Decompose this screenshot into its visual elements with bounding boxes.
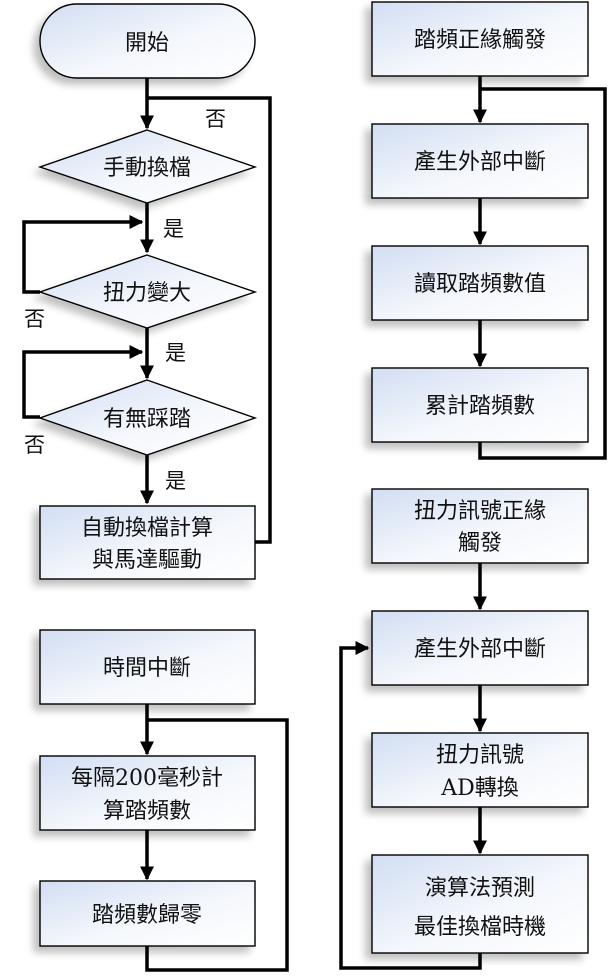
reset-cadence-label: 踏頻數歸零 xyxy=(92,903,202,928)
label-yes-2: 是 xyxy=(165,341,186,365)
torque-edge-trigger-line1: 扭力訊號正緣 xyxy=(414,499,546,524)
edge-loop-cadence xyxy=(478,87,607,460)
decision-manual-shift-label: 手動換檔 xyxy=(103,156,191,181)
label-yes-3: 是 xyxy=(165,469,186,493)
process-torque-edge-trigger: 扭力訊號正緣 觸發 xyxy=(371,488,589,564)
start-terminal: 開始 xyxy=(39,3,256,79)
process-compute-cadence: 每隔200毫秒計 算踏頻數 xyxy=(39,755,256,831)
torque-edge-trigger-line2: 觸發 xyxy=(458,531,502,556)
external-interrupt-1-label: 產生外部中斷 xyxy=(414,150,546,175)
decision-manual-shift: 手動換檔 xyxy=(37,129,258,204)
edge-loop-no-manual xyxy=(147,96,272,544)
process-reset-cadence: 踏頻數歸零 xyxy=(39,880,256,947)
external-interrupt-2-label: 產生外部中斷 xyxy=(414,637,546,662)
read-cadence-label: 讀取踏頻數值 xyxy=(414,272,546,297)
label-yes-1: 是 xyxy=(163,217,184,241)
torque-ad-line1: 扭力訊號 xyxy=(436,743,524,768)
torque-ad-line2: AD轉換 xyxy=(440,776,519,801)
predict-shift-line1: 演算法預測 xyxy=(425,876,535,901)
process-cadence-edge-trigger: 踏頻正緣觸發 xyxy=(371,1,589,77)
decision-torque-increase: 扭力變大 xyxy=(37,254,258,329)
process-timer-interrupt: 時間中斷 xyxy=(39,629,256,705)
compute-cadence-line2: 算踏頻數 xyxy=(103,799,191,824)
process-auto-shift-line1: 自動換檔計算 xyxy=(81,516,213,541)
label-no-1: 否 xyxy=(205,107,226,131)
decision-pedaling-label: 有無踩踏 xyxy=(103,407,191,432)
process-torque-ad: 扭力訊號 AD轉換 xyxy=(371,732,589,808)
process-predict-shift: 演算法預測 最佳換檔時機 xyxy=(371,854,589,954)
label-no-2: 否 xyxy=(24,307,45,331)
edge-loop-torque-no xyxy=(22,215,144,294)
label-no-3: 否 xyxy=(24,433,45,457)
decision-pedaling: 有無踩踏 xyxy=(37,379,258,456)
cadence-edge-trigger-label: 踏頻正緣觸發 xyxy=(414,28,546,53)
edge-loop-predict xyxy=(339,641,482,970)
compute-cadence-line1: 每隔200毫秒計 xyxy=(71,766,223,791)
predict-shift-line2: 最佳換檔時機 xyxy=(414,915,546,940)
decision-torque-increase-label: 扭力變大 xyxy=(103,281,191,306)
process-accumulate-cadence: 累計踏頻數 xyxy=(371,367,589,443)
process-read-cadence: 讀取踏頻數值 xyxy=(371,245,589,321)
edge-loop-pedal-no xyxy=(22,345,144,419)
start-label: 開始 xyxy=(125,31,169,56)
process-external-interrupt-2: 產生外部中斷 xyxy=(371,610,589,686)
process-auto-shift: 自動換檔計算 與馬達驅動 xyxy=(39,505,256,580)
edge-loop-timer xyxy=(145,718,289,972)
timer-interrupt-label: 時間中斷 xyxy=(103,656,191,681)
accumulate-cadence-label: 累計踏頻數 xyxy=(425,394,535,419)
process-external-interrupt-1: 產生外部中斷 xyxy=(371,123,589,199)
process-auto-shift-line2: 與馬達驅動 xyxy=(92,548,202,573)
